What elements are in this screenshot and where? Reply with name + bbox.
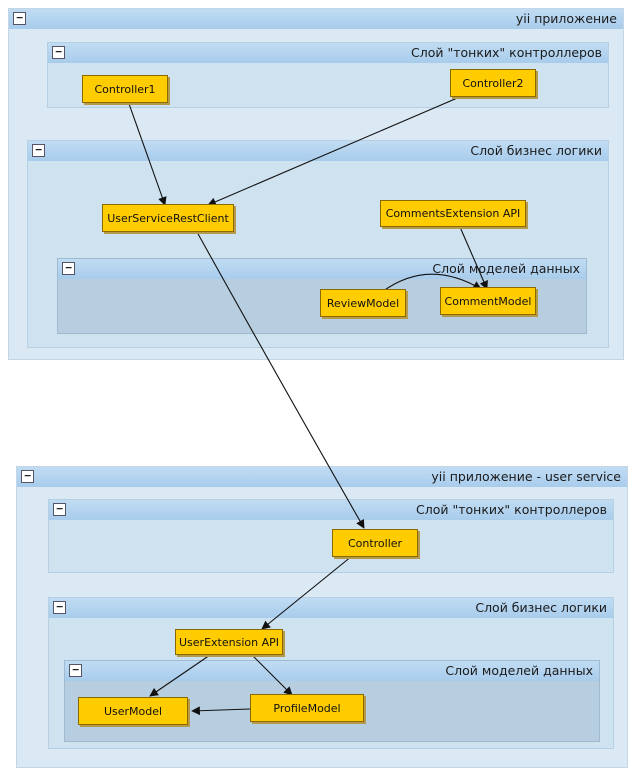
app2-business-layer-header: − Слой бизнес логики [49, 598, 613, 618]
app2-model-layer-title: Слой моделей данных [445, 663, 593, 678]
app2-thin-layer: − Слой "тонких" контроллеров [48, 499, 614, 573]
comment-model-node[interactable]: CommentModel [440, 287, 536, 315]
app2-business-layer-title: Слой бизнес логики [475, 600, 607, 615]
app1-model-layer-title: Слой моделей данных [432, 261, 580, 276]
app1-thin-layer-title: Слой "тонких" контроллеров [411, 45, 602, 60]
user-model-node[interactable]: UserModel [78, 697, 188, 725]
profile-model-node[interactable]: ProfileModel [250, 694, 364, 722]
app1-business-layer-title: Слой бизнес логики [470, 143, 602, 158]
minus-toggle-icon[interactable]: − [21, 470, 34, 483]
minus-toggle-icon[interactable]: − [69, 664, 82, 677]
app2-thin-layer-title: Слой "тонких" контроллеров [416, 502, 607, 517]
app2-model-layer-header: − Слой моделей данных [65, 661, 599, 681]
app2-thin-layer-header: − Слой "тонких" контроллеров [49, 500, 613, 520]
user-service-rest-client-node[interactable]: UserServiceRestClient [102, 204, 234, 232]
app2-title: yii приложение - user service [431, 469, 621, 484]
controller1-node[interactable]: Controller1 [82, 75, 168, 103]
review-model-node[interactable]: ReviewModel [320, 289, 406, 317]
user-extension-api-node[interactable]: UserExtension API [175, 629, 283, 655]
minus-toggle-icon[interactable]: − [13, 12, 26, 25]
app1-business-layer-header: − Слой бизнес логики [28, 141, 608, 161]
minus-toggle-icon[interactable]: − [62, 262, 75, 275]
app1-thin-layer-header: − Слой "тонких" контроллеров [48, 43, 608, 63]
app1-title: yii приложение [515, 11, 617, 26]
minus-toggle-icon[interactable]: − [53, 601, 66, 614]
app1-header: − yii приложение [9, 9, 623, 29]
comments-extension-api-node[interactable]: CommentsExtension API [380, 200, 526, 227]
app2-header: − yii приложение - user service [17, 467, 627, 487]
app1-model-layer-header: − Слой моделей данных [58, 259, 586, 279]
minus-toggle-icon[interactable]: − [52, 46, 65, 59]
minus-toggle-icon[interactable]: − [53, 503, 66, 516]
controller2-node[interactable]: Controller2 [450, 69, 536, 97]
minus-toggle-icon[interactable]: − [32, 144, 45, 157]
controller-node[interactable]: Controller [332, 529, 418, 557]
